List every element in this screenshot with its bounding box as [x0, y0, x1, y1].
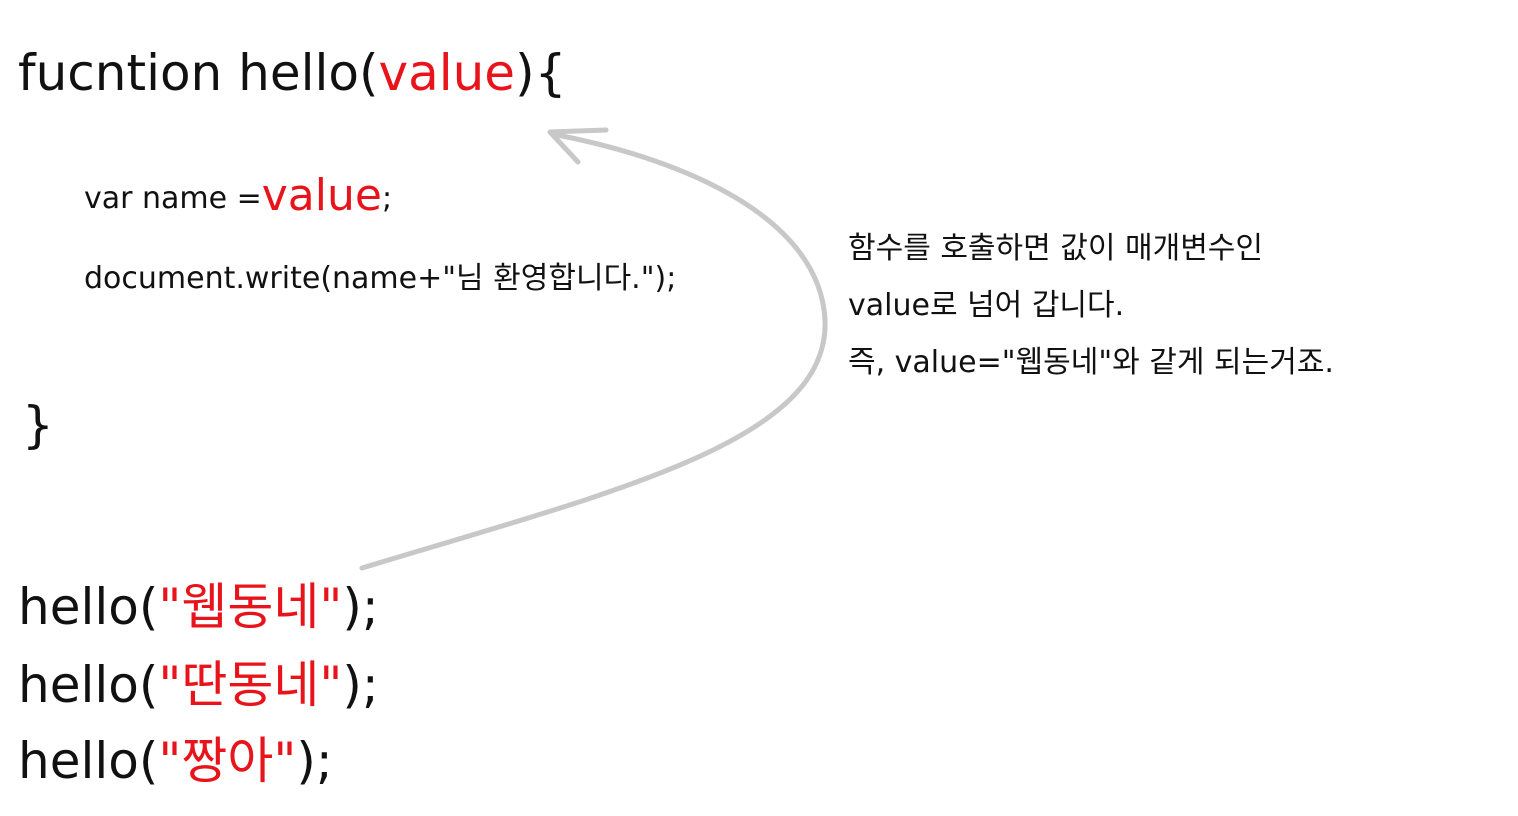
var-prefix: var name =	[84, 181, 262, 216]
call-arg: "웹동네"	[158, 578, 343, 636]
hello-call-1: hello("웹동네");	[18, 582, 379, 632]
explanation-note: 함수를 호출하면 값이 매개변수인 value로 넘어 갑니다. 즉, valu…	[848, 234, 1334, 405]
call-suffix: );	[296, 732, 333, 790]
call-suffix: );	[342, 578, 379, 636]
call-suffix: );	[342, 656, 379, 714]
call-prefix: hello(	[18, 656, 159, 714]
note-line-3: 즉, value="웹동네"와 같게 되는거죠.	[848, 345, 1334, 380]
function-declaration: fucntion hello(value){	[18, 48, 566, 98]
var-suffix: ;	[381, 181, 393, 216]
param-value: value	[378, 44, 516, 102]
call-prefix: hello(	[18, 732, 159, 790]
function-open-brace: ){	[515, 44, 567, 102]
call-arg: "딴동네"	[158, 656, 343, 714]
note-line-1: 함수를 호출하면 값이 매개변수인	[848, 231, 1264, 266]
call-prefix: hello(	[18, 578, 159, 636]
hello-call-3: hello("짱아");	[18, 736, 333, 786]
call-arg: "짱아"	[158, 732, 297, 790]
hello-call-2: hello("딴동네");	[18, 660, 379, 710]
var-value: value	[261, 170, 382, 221]
note-line-2: value로 넘어 갑니다.	[848, 288, 1125, 323]
document-write-line: document.write(name+"님 환영합니다.");	[84, 261, 677, 296]
arrow-curve	[359, 131, 828, 571]
function-close-brace: }	[22, 396, 54, 454]
arrow-head	[547, 127, 609, 165]
var-assignment-line: var name =value;	[84, 174, 392, 218]
function-keyword: fucntion hello(	[18, 44, 379, 102]
